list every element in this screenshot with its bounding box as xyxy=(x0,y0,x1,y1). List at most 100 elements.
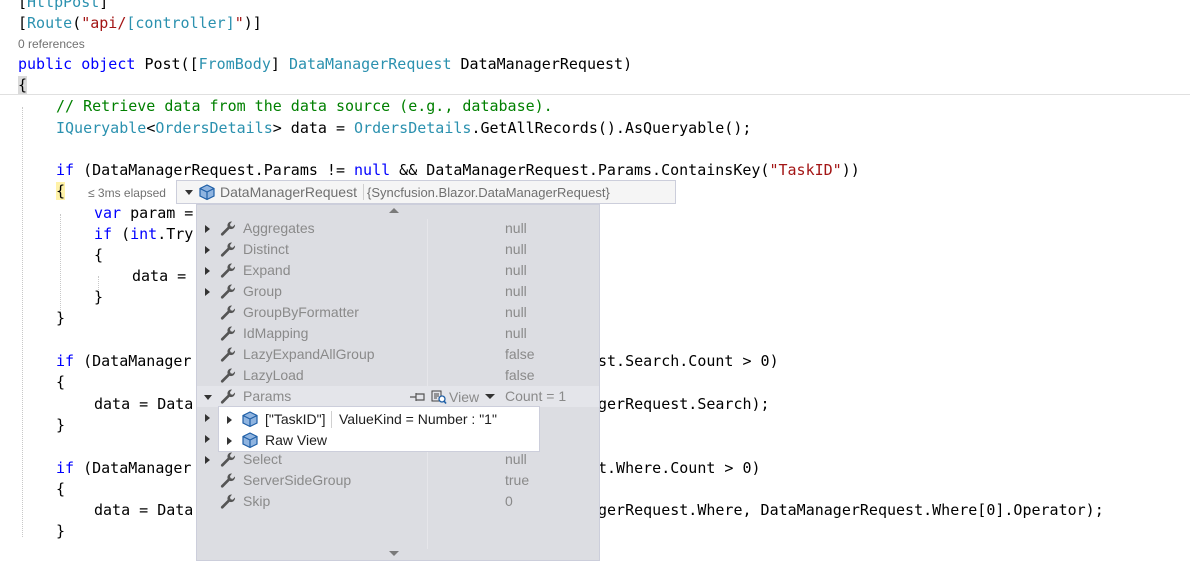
member-name: Group xyxy=(243,283,282,299)
scroll-up-arrow-icon[interactable] xyxy=(389,208,399,213)
member-name: Distinct xyxy=(243,241,289,257)
code-line: [Route("api/[controller]")] xyxy=(18,14,262,32)
member-value: null xyxy=(505,241,527,257)
code-line: } xyxy=(56,309,66,327)
code-line: if (DataManager xyxy=(56,352,192,370)
member-name: Select xyxy=(243,451,282,467)
member-name: LazyLoad xyxy=(243,367,304,383)
code-line: t.Where.Count > 0) xyxy=(598,459,761,477)
datatip-member-row[interactable]: Select null xyxy=(197,449,599,470)
datatip-member-row[interactable]: Params View Count = 1 xyxy=(197,386,599,407)
expand-triangle-icon[interactable] xyxy=(205,288,210,296)
collapse-triangle-icon[interactable] xyxy=(204,395,212,400)
method-separator xyxy=(0,94,1190,95)
datatip-member-row[interactable]: Skip 0 xyxy=(197,491,599,512)
code-line: gerRequest.Search); xyxy=(598,395,770,413)
member-value: true xyxy=(505,472,530,488)
code-line: data = Data xyxy=(94,395,194,413)
expand-triangle-icon[interactable] xyxy=(205,267,210,275)
code-line: { xyxy=(56,480,66,498)
value-divider xyxy=(331,411,332,428)
visualizer-label: View xyxy=(449,388,480,405)
code-line: gerRequest.Where, DataManagerRequest.Whe… xyxy=(598,501,1104,519)
code-line: st.Search.Count > 0) xyxy=(598,352,779,370)
member-value: Count = 1 xyxy=(505,388,567,404)
params-child-row[interactable]: Raw View xyxy=(219,430,539,451)
datatip-member-row[interactable]: Group null xyxy=(197,281,599,302)
expand-triangle-icon[interactable] xyxy=(205,414,210,422)
member-name: Aggregates xyxy=(243,220,315,236)
wrench-icon xyxy=(220,347,236,362)
member-value: null xyxy=(505,451,527,467)
code-line: } xyxy=(56,416,66,434)
code-line: } xyxy=(94,288,104,306)
code-line: } xyxy=(56,522,66,540)
indent-guide xyxy=(98,276,99,292)
visualizer-dropdown[interactable]: View xyxy=(431,387,496,406)
member-name: Expand xyxy=(243,262,291,278)
member-value: null xyxy=(505,283,527,299)
expand-triangle-icon[interactable] xyxy=(227,416,232,424)
wrench-icon xyxy=(220,452,236,467)
code-line: data = Data xyxy=(94,501,194,519)
pin-icon[interactable] xyxy=(409,392,425,402)
expand-triangle-icon[interactable] xyxy=(205,246,210,254)
scroll-down-arrow-icon[interactable] xyxy=(389,551,399,556)
wrench-icon xyxy=(220,368,236,383)
member-value: null xyxy=(505,262,527,278)
wrench-icon xyxy=(220,221,236,236)
codelens-references[interactable]: 0 references xyxy=(18,37,85,51)
datatip-member-row[interactable]: IdMapping null xyxy=(197,323,599,344)
datatip-member-row[interactable]: LazyLoad false xyxy=(197,365,599,386)
code-line: { xyxy=(18,76,28,94)
expand-triangle-icon[interactable] xyxy=(227,437,232,445)
code-line: { xyxy=(56,182,66,200)
member-name: Params xyxy=(243,388,292,404)
wrench-icon xyxy=(220,242,236,257)
code-line: public object Post([FromBody] DataManage… xyxy=(18,55,633,73)
expand-triangle-icon[interactable] xyxy=(205,456,210,464)
expand-triangle-icon[interactable] xyxy=(205,225,210,233)
code-line: data = xyxy=(132,267,187,285)
datatip-member-row[interactable]: LazyExpandAllGroup false xyxy=(197,344,599,365)
code-line: IQueryable<OrdersDetails> data = OrdersD… xyxy=(56,119,752,137)
member-value: false xyxy=(505,367,535,383)
wrench-icon xyxy=(220,389,236,404)
member-name: Skip xyxy=(243,493,271,509)
params-child-name: ["TaskID"] xyxy=(265,411,326,427)
expand-triangle-icon[interactable] xyxy=(205,435,210,443)
code-line: { xyxy=(56,373,66,391)
member-name: IdMapping xyxy=(243,325,309,341)
params-child-row[interactable]: ["TaskID"] ValueKind = Number : "1" xyxy=(219,409,539,430)
code-line: var param = xyxy=(94,204,194,222)
params-children-panel[interactable]: ["TaskID"] ValueKind = Number : "1" Raw … xyxy=(218,406,540,452)
member-value: false xyxy=(505,346,535,362)
member-value: null xyxy=(505,325,527,341)
object-cube-icon xyxy=(242,411,258,428)
datatip-header[interactable]: DataManagerRequest {Syncfusion.Blazor.Da… xyxy=(176,180,676,204)
datatip-header-divider xyxy=(362,184,364,200)
code-line: // Retrieve data from the data source (e… xyxy=(56,97,553,115)
indent-guide xyxy=(60,214,61,312)
code-line: if (DataManager xyxy=(56,459,192,477)
params-child-name: Raw View xyxy=(265,432,327,448)
member-value: 0 xyxy=(505,493,513,509)
datatip-member-row[interactable]: Expand null xyxy=(197,260,599,281)
object-cube-icon xyxy=(199,183,215,200)
chevron-down-icon xyxy=(485,394,496,399)
column-divider xyxy=(427,219,428,549)
member-name: LazyExpandAllGroup xyxy=(243,346,375,362)
wrench-icon xyxy=(220,263,236,278)
datatip-header-type: {Syncfusion.Blazor.DataManagerRequest} xyxy=(366,184,610,200)
collapse-triangle-icon[interactable] xyxy=(185,189,193,195)
datatip-header-name: DataManagerRequest xyxy=(220,184,357,200)
params-child-value: ValueKind = Number : "1" xyxy=(339,411,497,427)
datatip-member-row[interactable]: Distinct null xyxy=(197,239,599,260)
code-line: { xyxy=(94,246,104,264)
indent-guide xyxy=(22,107,23,537)
